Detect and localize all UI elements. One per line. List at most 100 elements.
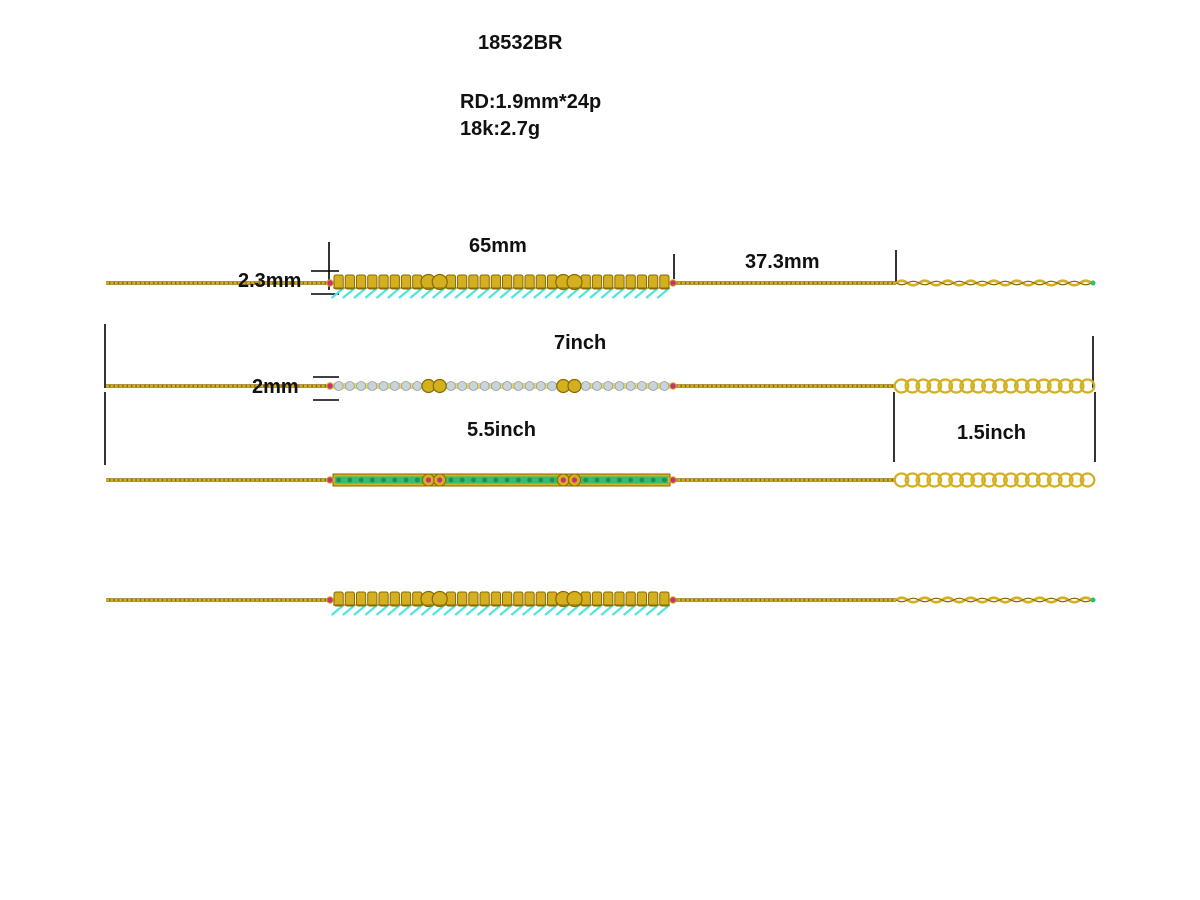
gold-link [333, 591, 344, 607]
gold-link [614, 274, 625, 290]
diamond-fringe [330, 604, 345, 616]
bar-height-label: 2.3mm [238, 270, 302, 292]
diamond-fringe [634, 287, 648, 299]
bracelet-variant-3 [106, 472, 1096, 488]
gold-link [355, 591, 367, 607]
pave-diamond [535, 381, 546, 391]
diamond-fringe [375, 287, 390, 299]
gold-link [625, 274, 636, 290]
diamond-fringe [364, 604, 379, 616]
emerald-stone [358, 477, 364, 483]
diamond-fringe [578, 604, 592, 616]
gold-link [378, 274, 389, 290]
gold-link [524, 591, 535, 607]
diamond-fringe [611, 287, 626, 299]
extender-ring-link [1079, 378, 1096, 394]
gold-link [636, 591, 648, 607]
pave-diamond [524, 381, 535, 391]
diamond-fringe [622, 604, 637, 616]
ruby-accent [571, 477, 578, 483]
emerald-stone [515, 477, 521, 483]
dimension-lines [104, 242, 1096, 465]
gold-bead [566, 273, 583, 291]
extender-ring-link [948, 378, 965, 394]
emerald-stone [392, 477, 398, 483]
gold-link [468, 274, 479, 290]
extender-ring-link [959, 472, 976, 488]
model-number: 18532BR [478, 32, 563, 54]
extender-ring-link [970, 472, 987, 488]
diamond-fringe [488, 604, 502, 616]
diamond-fringe [499, 287, 513, 299]
diamond-fringe [454, 287, 468, 299]
pave-diamond [333, 381, 344, 391]
diamond-fringe [656, 604, 671, 616]
diamond-fringe [645, 604, 659, 616]
extender-ring-link [1013, 472, 1030, 488]
extender-ring-link [915, 378, 932, 394]
total-length-label: 7inch [554, 332, 607, 354]
diamond-fringe [342, 287, 356, 299]
extender-ring-link [1024, 378, 1041, 394]
stone-spec: RD:1.9mm*24p [460, 91, 602, 113]
diamond-fringe [578, 287, 592, 299]
gold-link [457, 591, 468, 607]
extender-ring-link [1057, 378, 1074, 394]
pave-diamond [446, 381, 456, 391]
extender-ring-link [915, 472, 932, 488]
extender-ring-link [904, 378, 921, 394]
emerald-stone [650, 477, 656, 483]
gold-link [344, 274, 355, 290]
gold-link [603, 591, 614, 607]
pave-diamond [637, 381, 647, 391]
diamond-fringe [499, 604, 513, 616]
emerald-stone [403, 477, 409, 483]
diamond-fringe [353, 604, 367, 616]
extender-ring-link [1057, 472, 1074, 488]
extender-ring-link [1068, 378, 1085, 394]
gold-link [648, 591, 659, 607]
gold-link [524, 274, 535, 290]
extender-twisted-chain [895, 279, 1093, 287]
gold-link [502, 591, 513, 607]
pave-diamond [389, 381, 400, 391]
gold-link [389, 274, 400, 290]
gold-link [659, 591, 670, 607]
gold-bead [431, 273, 448, 291]
extender-ring-link [1002, 378, 1019, 394]
extender-ring-link [948, 472, 965, 488]
diamond-fringe [589, 287, 603, 299]
ruby-accent [560, 477, 566, 483]
gold-link [468, 591, 479, 607]
diamond-fringe [510, 287, 525, 299]
extender-ring-link [1068, 472, 1085, 488]
emerald-stone [471, 477, 476, 483]
diamond-fringe [521, 287, 536, 299]
bracelet-variant-2 [106, 378, 1096, 394]
gold-bead [431, 590, 448, 608]
bracelet-variant-4 [106, 590, 1096, 616]
pave-diamond [378, 381, 389, 391]
main-length-label: 5.5inch [467, 419, 536, 441]
diamond-fringe [398, 287, 412, 299]
diamond-fringe [409, 287, 423, 299]
ruby-end-stone [669, 279, 677, 287]
gold-link [479, 274, 490, 290]
pave-diamond [625, 381, 636, 391]
diamond-fringe [330, 287, 345, 299]
gold-link [490, 274, 501, 290]
gold-link [479, 591, 490, 607]
extender-ring-link [1035, 472, 1052, 488]
emerald-stone [414, 477, 420, 483]
emerald-stone [594, 477, 600, 483]
gold-link [378, 591, 389, 607]
ruby-end-stone [669, 476, 677, 484]
diamond-fringe [645, 287, 659, 299]
diamond-fringe [465, 604, 480, 616]
bar-length-label: 65mm [469, 235, 527, 257]
bar-base [333, 383, 670, 389]
emerald-stone [504, 477, 510, 483]
ruby-end-stone [326, 596, 334, 604]
extender-ring-link [1079, 472, 1096, 488]
gold-link [659, 274, 670, 290]
